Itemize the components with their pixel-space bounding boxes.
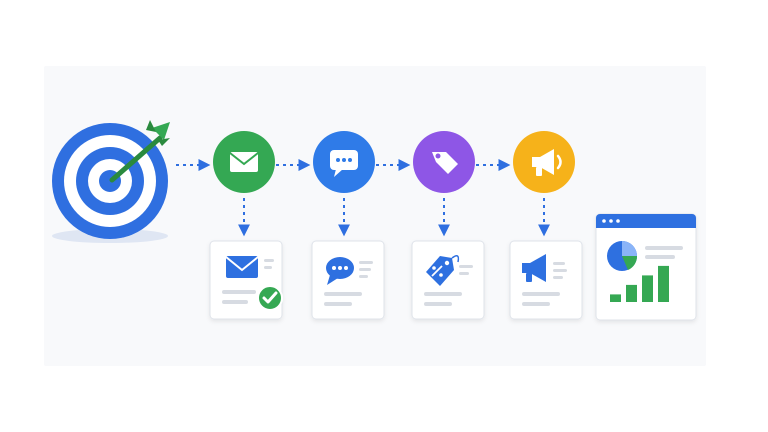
card-email xyxy=(209,240,283,320)
percent-tag-icon xyxy=(426,255,460,286)
chat-bubble-icon xyxy=(326,257,354,285)
step-to-card-connectors xyxy=(238,198,550,237)
chat-bubble-icon xyxy=(330,150,358,177)
envelope-icon xyxy=(225,256,259,278)
check-circle-icon xyxy=(257,285,283,311)
dashboard-bar xyxy=(658,265,669,302)
step-email xyxy=(213,131,275,193)
megaphone-icon xyxy=(532,149,562,176)
analytics-dashboard-icon xyxy=(595,213,697,321)
price-tag-icon xyxy=(432,152,458,174)
target-with-arrow-icon xyxy=(52,120,170,243)
megaphone-icon xyxy=(522,254,546,282)
pie-chart-icon xyxy=(607,241,638,271)
dashboard-bar xyxy=(642,275,653,302)
card-promote xyxy=(509,240,583,320)
dashboard-bar xyxy=(626,284,637,302)
step-chat xyxy=(313,131,375,193)
envelope-icon xyxy=(229,152,259,172)
card-offer xyxy=(411,240,485,320)
dashboard-bar xyxy=(610,294,621,302)
step-offer xyxy=(413,131,475,193)
card-chat xyxy=(311,240,385,320)
step-promote xyxy=(513,131,575,193)
bar-chart-icon xyxy=(610,265,669,302)
